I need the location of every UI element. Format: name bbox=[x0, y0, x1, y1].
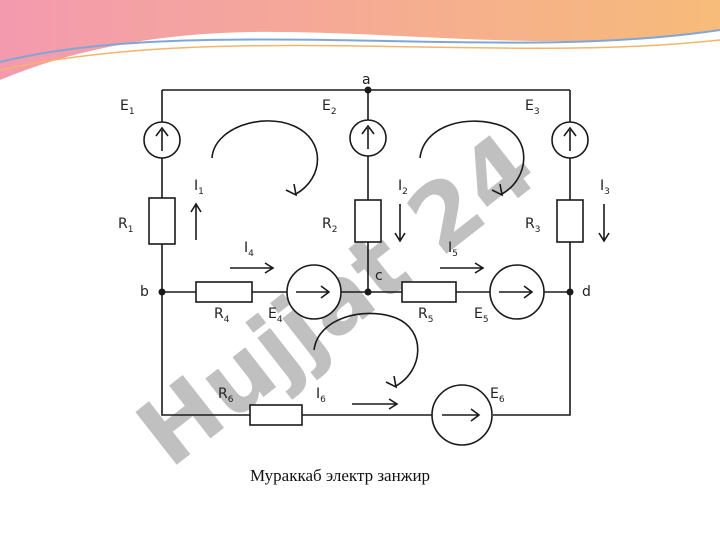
label-i4: I4 bbox=[244, 240, 254, 259]
current-arrow-i6 bbox=[352, 398, 399, 410]
current-arrow-i1 bbox=[190, 202, 202, 240]
wires bbox=[161, 89, 571, 416]
resistor-r5 bbox=[401, 281, 457, 303]
current-arrow-i3 bbox=[598, 204, 610, 243]
source-e3 bbox=[551, 121, 589, 159]
current-arrows bbox=[190, 202, 610, 410]
label-r3: R3 bbox=[525, 216, 540, 235]
node-label-a: a bbox=[362, 72, 371, 88]
label-i5: I5 bbox=[448, 240, 458, 259]
label-r6: R6 bbox=[218, 386, 234, 405]
resistor-r4 bbox=[195, 281, 253, 303]
resistor-r6 bbox=[249, 404, 303, 426]
resistor-r3 bbox=[556, 199, 584, 243]
label-e1: E1 bbox=[120, 98, 135, 117]
right-branch bbox=[493, 90, 571, 416]
label-r1: R1 bbox=[118, 216, 133, 235]
label-r5: R5 bbox=[418, 306, 433, 325]
left-branch bbox=[161, 90, 250, 416]
node-d-dot bbox=[566, 288, 574, 296]
loop-arrow-3 bbox=[313, 312, 419, 387]
loop-arrow-1 bbox=[211, 120, 319, 195]
node-label-b: b bbox=[140, 284, 149, 300]
loop-arrows bbox=[211, 120, 525, 389]
label-r4: R4 bbox=[214, 306, 230, 325]
label-i3: I3 bbox=[600, 178, 610, 197]
nodes: a b c d bbox=[140, 72, 591, 300]
current-arrow-i5 bbox=[440, 262, 485, 274]
label-e5: E5 bbox=[474, 306, 489, 325]
label-i1: I1 bbox=[194, 178, 204, 197]
label-e6: E6 bbox=[490, 386, 505, 405]
node-a-dot bbox=[364, 86, 372, 94]
source-e6 bbox=[431, 384, 493, 446]
node-label-d: d bbox=[582, 284, 591, 300]
label-r2: R2 bbox=[322, 216, 337, 235]
loop-arrow-2 bbox=[419, 120, 525, 195]
source-e1 bbox=[143, 121, 181, 159]
node-label-c: c bbox=[375, 268, 383, 284]
source-e2 bbox=[349, 119, 387, 157]
node-c-dot bbox=[364, 288, 372, 296]
label-e3: E3 bbox=[525, 98, 540, 117]
figure-caption: Мураккаб электр занжир bbox=[249, 466, 431, 485]
source-e5 bbox=[489, 264, 545, 320]
resistor-r1 bbox=[148, 197, 176, 245]
current-arrow-i4 bbox=[230, 262, 275, 274]
label-i6: I6 bbox=[316, 386, 326, 405]
header-swoosh bbox=[0, 0, 720, 90]
label-e4: E4 bbox=[268, 306, 283, 325]
label-e2: E2 bbox=[322, 98, 337, 117]
current-arrow-i2 bbox=[394, 204, 406, 243]
node-b-dot bbox=[158, 288, 166, 296]
resistor-r2 bbox=[354, 199, 382, 243]
source-e4 bbox=[286, 264, 342, 320]
label-i2: I2 bbox=[398, 178, 408, 197]
